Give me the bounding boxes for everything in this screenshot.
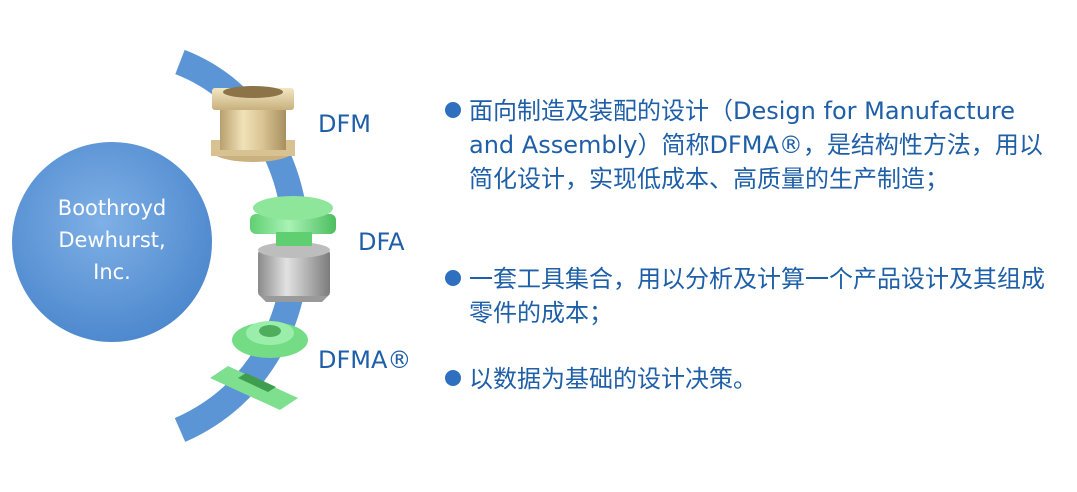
dfma-parts-icon	[210, 321, 308, 410]
company-line-2: Dewhurst,	[58, 228, 166, 252]
company-circle	[12, 142, 212, 342]
bullet-item: 面向制造及装配的设计（Design for Manufacture and As…	[445, 94, 1055, 196]
dfa-assembly-icon	[250, 196, 336, 302]
dfm-bushing-icon	[211, 86, 295, 162]
company-name: Boothroyd Dewhurst, Inc.	[12, 192, 212, 288]
bullet-text: 以数据为基础的设计决策。	[469, 365, 757, 393]
dfa-label: DFA	[358, 228, 405, 256]
dfma-label: DFMA®	[318, 346, 412, 374]
bullet-dot-icon	[445, 370, 461, 386]
bullet-item: 以数据为基础的设计决策。	[445, 362, 1055, 396]
bullet-text: 一套工具集合，用以分析及计算一个产品设计及其组成零件的成本；	[469, 265, 1045, 327]
company-line-3: Inc.	[93, 260, 131, 284]
bullet-dot-icon	[445, 102, 461, 118]
company-line-1: Boothroyd	[57, 196, 167, 220]
bullet-text: 面向制造及装配的设计（Design for Manufacture and As…	[469, 97, 1043, 193]
bullet-dot-icon	[445, 270, 461, 286]
bullet-item: 一套工具集合，用以分析及计算一个产品设计及其组成零件的成本；	[445, 262, 1055, 330]
dfm-label: DFM	[318, 110, 371, 138]
